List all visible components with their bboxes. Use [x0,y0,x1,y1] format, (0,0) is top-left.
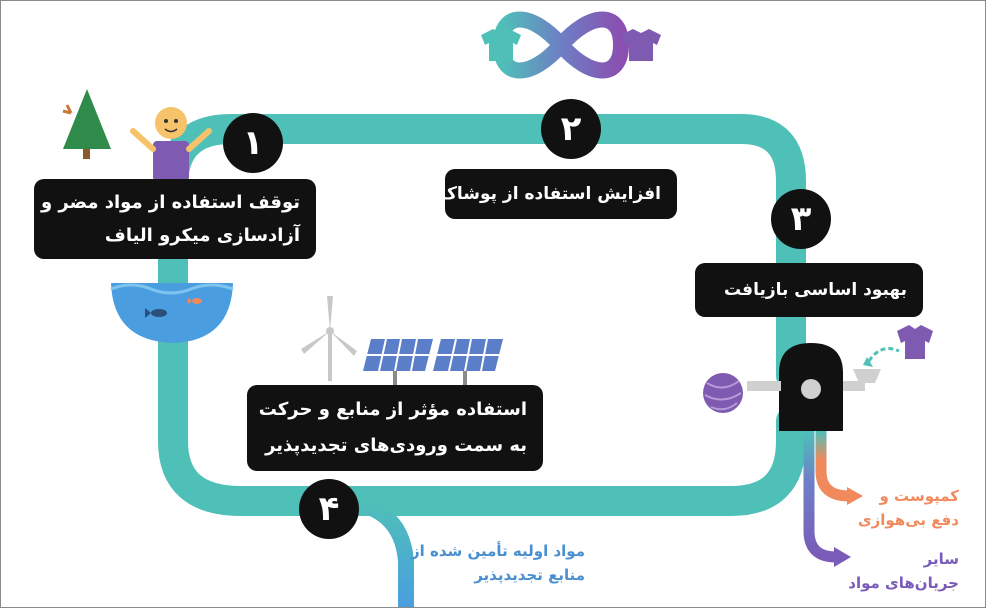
tshirt-icon [897,325,933,359]
compost-line-1: کمپوست و [879,487,959,505]
other-flows-line-2: جریان‌های مواد [848,574,959,592]
infinity-shirts-icon [481,11,661,79]
other-flows-line-1: سایر [923,550,959,568]
recycling-machine-icon [747,343,900,431]
wind-turbine-icon [301,296,357,381]
solar-panel-icon [363,338,503,385]
step-1-label-line-1: توقف استفاده از مواد مضر و [40,192,300,213]
compost-line-2: دفع بی‌هوازی [857,511,959,529]
step-badge-4: ۴ [299,479,359,539]
step-3-label: بهبود اساسی بازیافت [695,263,923,317]
step-badge-1: ۱ [223,113,283,173]
compost-arrowhead [847,487,863,505]
compost-flow [815,425,855,502]
other-flow [803,425,842,563]
renewable-input-text: مواد اولیه تأمین شده از منابع تجدیدپذیر [411,539,585,587]
step-4-label: استفاده مؤثر از منابع و حرکت به سمت ورود… [247,385,543,471]
compost-text: کمپوست و دفع بی‌هوازی [841,484,959,532]
step-badge-2: ۲ [541,99,601,159]
step-2-label-line-1: افزایش استفاده از پوشاک [439,184,661,204]
person-icon [130,107,212,181]
step-1-label: توقف استفاده از مواد مضر و آزادسازی میکر… [34,179,316,259]
other-arrowhead [834,547,851,567]
step-3-label-line-1: بهبود اساسی بازیافت [723,280,907,300]
renewable-input-line-1: مواد اولیه تأمین شده از [411,542,585,560]
step-1-label-line-2: آزادسازی میکرو الیاف [104,225,300,246]
water-fish-icon [110,283,234,343]
step-4-label-line-2: به سمت ورودی‌های تجدیدپذیر [265,435,527,456]
other-flows-text: سایر جریان‌های مواد [848,547,959,595]
renewable-input-line-2: منابع تجدیدپذیر [474,566,585,584]
step-badge-3: ۳ [771,189,831,249]
tree-icon [62,89,111,159]
yarn-ball-icon [703,373,743,413]
step-2-label: افزایش استفاده از پوشاک [439,169,677,219]
step-4-label-line-1: استفاده مؤثر از منابع و حرکت [258,399,527,420]
